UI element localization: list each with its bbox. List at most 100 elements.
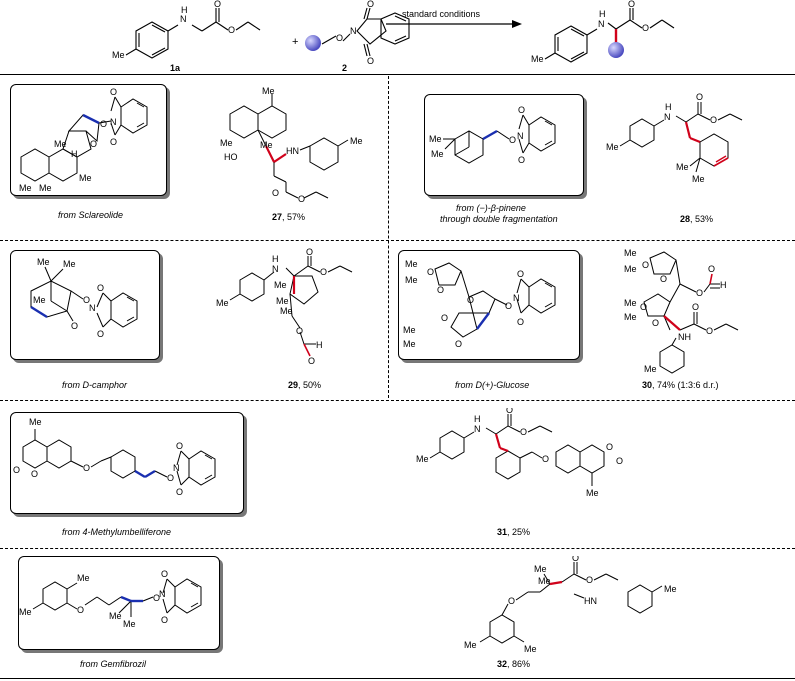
svg-text:O: O <box>642 260 649 270</box>
svg-text:N: N <box>180 14 187 24</box>
svg-text:Me: Me <box>260 140 273 150</box>
svg-text:N: N <box>598 19 605 29</box>
svg-text:Me: Me <box>403 339 416 349</box>
svg-text:O: O <box>437 285 444 295</box>
svg-text:O: O <box>441 313 448 323</box>
reactant-1a-label: 1a <box>170 63 181 73</box>
svg-text:Me: Me <box>586 488 599 498</box>
svg-text:O: O <box>176 487 183 497</box>
svg-text:N: N <box>110 117 117 127</box>
svg-text:O: O <box>83 295 90 305</box>
svg-text:Me: Me <box>109 611 122 621</box>
svg-text:O: O <box>606 442 613 452</box>
svg-text:O: O <box>696 288 703 298</box>
svg-text:Me: Me <box>531 54 544 64</box>
top-rule <box>0 74 795 75</box>
yield-27: 27, 57% <box>272 212 305 222</box>
conditions-label: standard conditions <box>402 9 481 19</box>
svg-text:N: N <box>159 589 166 599</box>
svg-text:O: O <box>306 248 313 257</box>
svg-text:Me: Me <box>524 644 537 654</box>
svg-text:N: N <box>517 131 524 141</box>
divider-row-2 <box>0 400 795 401</box>
yield-27-value: , 57% <box>282 212 306 222</box>
svg-text:HN: HN <box>584 596 597 606</box>
svg-text:O: O <box>110 87 117 97</box>
source-30: from D(+)-Glucose <box>455 380 530 390</box>
svg-text:O: O <box>308 356 315 366</box>
svg-text:Me: Me <box>624 298 637 308</box>
svg-text:HN: HN <box>286 146 299 156</box>
plus-sign: + <box>292 36 299 48</box>
svg-text:Me: Me <box>692 174 705 184</box>
svg-text:O: O <box>272 188 279 198</box>
svg-text:O: O <box>153 593 160 603</box>
svg-text:O: O <box>97 329 104 339</box>
compound-31: 31 <box>497 527 508 537</box>
svg-text:Me: Me <box>274 280 287 290</box>
svg-text:Me: Me <box>216 298 229 308</box>
svg-text:O: O <box>83 463 90 473</box>
svg-text:H: H <box>720 280 727 290</box>
svg-text:Me: Me <box>19 183 32 193</box>
svg-text:O: O <box>161 569 168 579</box>
svg-text:O: O <box>517 317 524 327</box>
svg-text:O: O <box>518 105 525 115</box>
svg-text:O: O <box>298 194 305 204</box>
svg-text:O: O <box>508 596 515 606</box>
svg-text:Me: Me <box>624 248 637 258</box>
svg-text:Me: Me <box>416 454 429 464</box>
source-28-line2: through double fragmentation <box>440 214 558 224</box>
svg-text:N: N <box>664 112 671 122</box>
yield-31-value: , 25% <box>507 527 531 537</box>
divider-row-1 <box>0 240 795 241</box>
yield-29: 29, 50% <box>288 380 321 390</box>
svg-text:H: H <box>71 149 78 159</box>
yield-30-value: , 74% (1:3:6 d.r.) <box>652 380 719 390</box>
svg-text:H: H <box>599 9 606 19</box>
svg-text:O: O <box>652 318 659 328</box>
compound-32: 32 <box>497 659 508 669</box>
svg-text:O: O <box>696 92 703 102</box>
svg-text:Me: Me <box>54 139 67 149</box>
yield-28: 28, 53% <box>680 214 713 224</box>
yield-30: 30, 74% (1:3:6 d.r.) <box>642 380 719 390</box>
source-32: from Gemfibrozil <box>80 659 147 669</box>
svg-text:Me: Me <box>39 183 52 193</box>
svg-text:O: O <box>336 33 343 43</box>
svg-text:O: O <box>167 473 174 483</box>
svg-text:O: O <box>100 119 107 129</box>
svg-text:Me: Me <box>431 149 444 159</box>
svg-text:Me: Me <box>624 264 637 274</box>
svg-text:O: O <box>214 0 221 9</box>
divider-row-3 <box>0 548 795 549</box>
source-28-line1: from (−)-β-pinene <box>456 203 526 213</box>
svg-text:O: O <box>71 321 78 331</box>
svg-text:Me: Me <box>534 564 547 574</box>
svg-text:N: N <box>173 463 180 473</box>
arene-ring-1a <box>135 21 169 59</box>
svg-text:O: O <box>110 137 117 147</box>
svg-text:N: N <box>350 26 357 36</box>
svg-text:Me: Me <box>405 259 418 269</box>
compound-27: 27 <box>272 212 283 222</box>
svg-text:Me: Me <box>112 50 125 60</box>
svg-text:Me: Me <box>606 142 619 152</box>
svg-text:Me: Me <box>63 259 76 269</box>
svg-text:O: O <box>506 408 513 415</box>
svg-text:Me: Me <box>77 573 90 583</box>
svg-text:Me: Me <box>676 162 689 172</box>
svg-text:O: O <box>505 301 512 311</box>
svg-text:O: O <box>90 139 97 149</box>
